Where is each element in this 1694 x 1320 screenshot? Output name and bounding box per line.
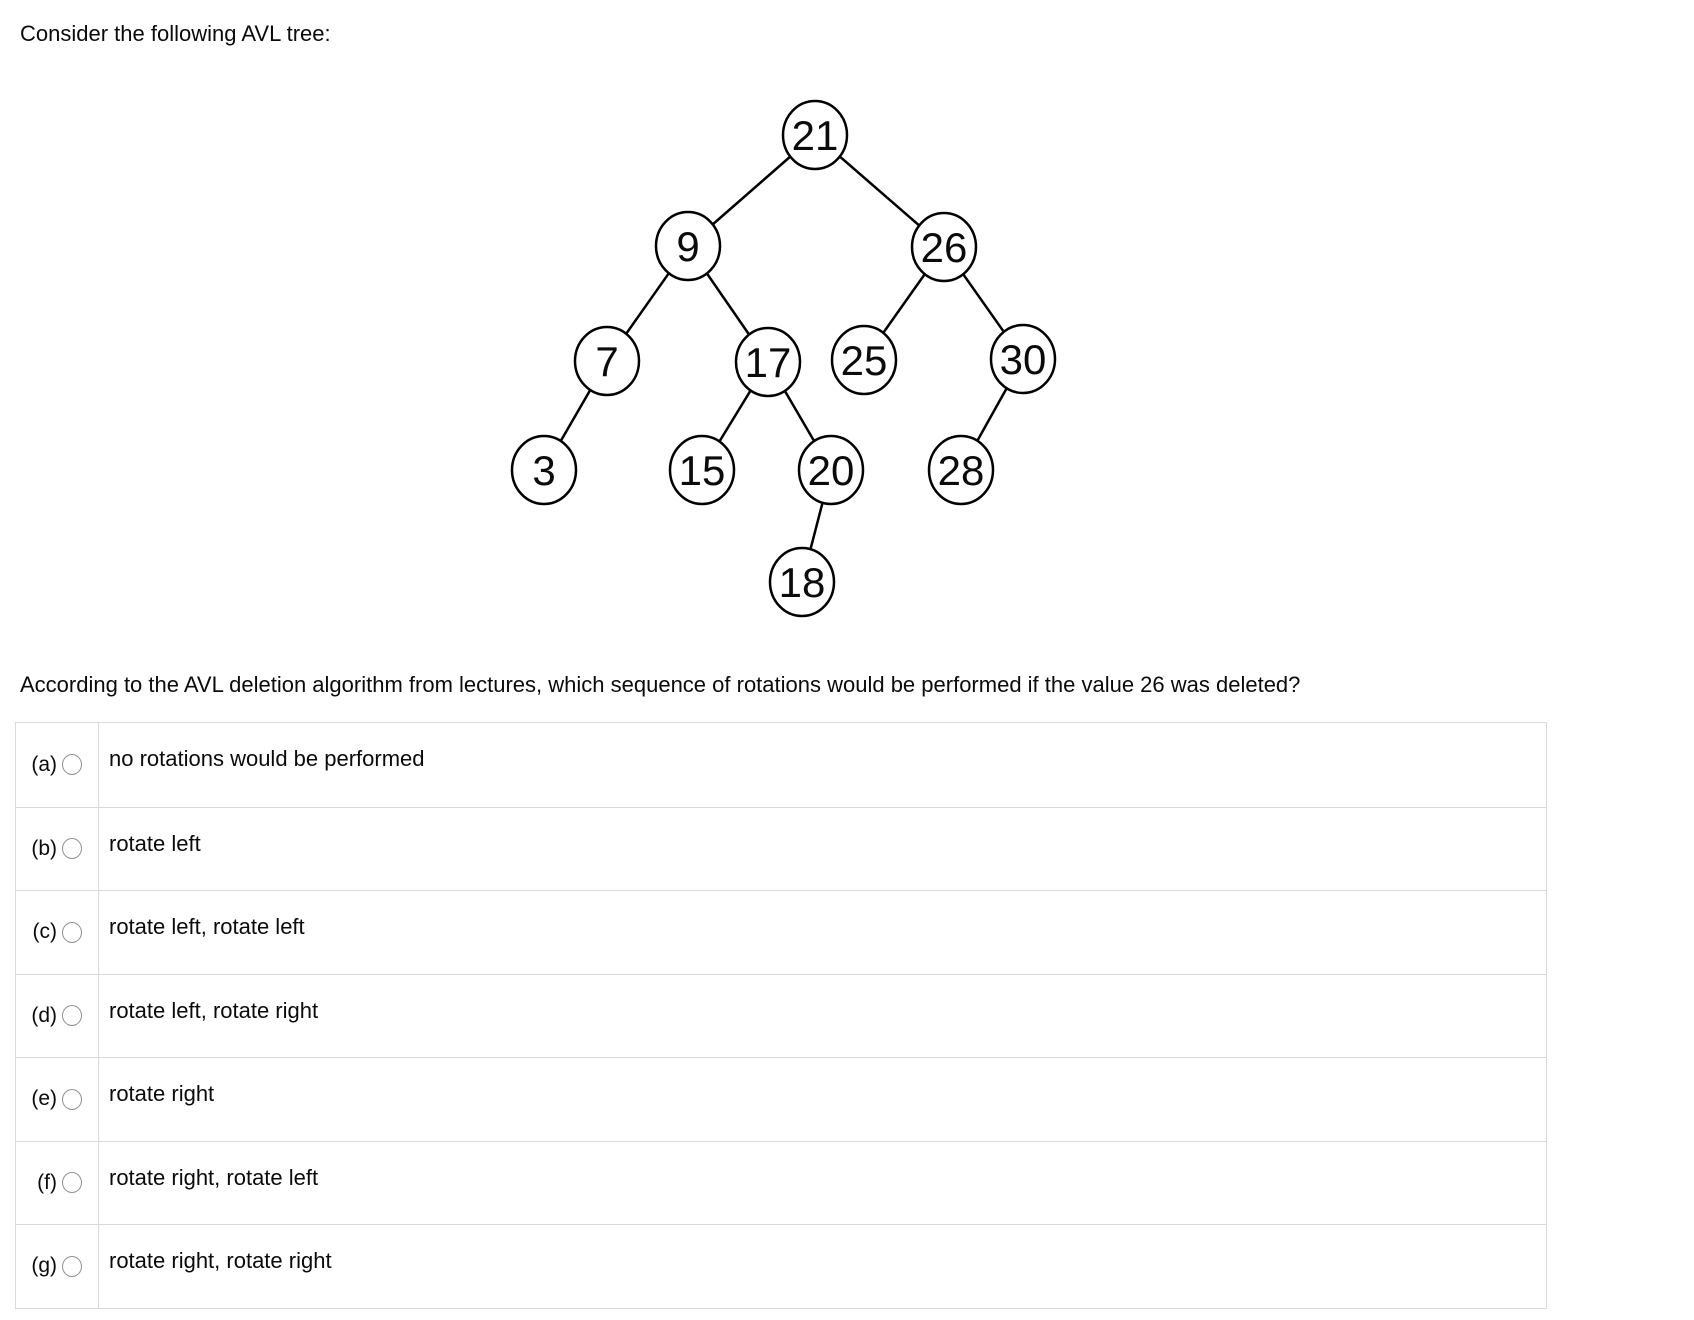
radio-button[interactable]: [62, 921, 82, 943]
tree-node-circle: [734, 326, 802, 398]
option-row-c: (c) rotate left, rotate left: [16, 890, 1546, 974]
option-key-label: (e): [31, 1087, 57, 1111]
option-row-g: (g) rotate right, rotate right: [16, 1224, 1546, 1308]
tree-node-value: 20: [808, 447, 855, 494]
option-key-label: (a): [31, 752, 57, 776]
option-label: no rotations would be performed: [109, 746, 425, 771]
option-label: rotate left, rotate left: [109, 914, 305, 939]
tree-node-value: 26: [921, 224, 968, 271]
tree-node-15: 15: [668, 434, 736, 506]
tree-node-7: 7: [573, 325, 641, 397]
option-key-cell: (b): [16, 807, 99, 890]
option-label: rotate left: [109, 830, 201, 856]
option-label: rotate right, rotate right: [109, 1248, 332, 1273]
tree-node-circle: [668, 434, 736, 506]
tree-node-circle: [797, 434, 865, 506]
option-row-d: (d) rotate left, rotate right: [16, 973, 1546, 1057]
tree-node-21: 21: [781, 99, 849, 171]
option-row-a: (a) no rotations would be performed: [16, 723, 1546, 807]
tree-node-circle: [510, 434, 578, 506]
tree-node-value: 18: [779, 559, 826, 606]
tree-node-value: 9: [676, 223, 699, 270]
tree-node-value: 21: [792, 112, 839, 159]
question-intro-text: Consider the following AVL tree:: [20, 21, 331, 46]
radio-button[interactable]: [62, 838, 82, 860]
tree-node-circle: [910, 211, 978, 283]
tree-node-9: 9: [654, 210, 722, 282]
tree-node-value: 15: [679, 447, 726, 494]
tree-node-circle: [768, 546, 836, 618]
tree-node-value: 17: [745, 339, 792, 386]
option-key-label: (f): [37, 1170, 57, 1194]
tree-node-17: 17: [734, 326, 802, 398]
option-key-label: (d): [31, 1003, 57, 1027]
option-label: rotate right, rotate left: [109, 1164, 319, 1190]
tree-node-value: 25: [841, 337, 888, 384]
option-row-e: (e) rotate right: [16, 1057, 1546, 1141]
radio-button[interactable]: [62, 1088, 82, 1110]
tree-node-circle: [830, 324, 898, 396]
tree-node-circle: [927, 434, 995, 506]
option-label: rotate left, rotate right: [109, 997, 319, 1023]
tree-node-circle: [989, 323, 1057, 395]
tree-node-30: 30: [989, 323, 1057, 395]
radio-button[interactable]: [62, 1255, 82, 1277]
option-key-label: (b): [31, 836, 57, 860]
tree-node-value: 28: [938, 447, 985, 494]
radio-button[interactable]: [62, 1005, 82, 1027]
option-key-label: (c): [32, 920, 58, 944]
option-key-label: (g): [31, 1254, 57, 1278]
tree-node-20: 20: [797, 434, 865, 506]
radio-button[interactable]: [62, 1172, 82, 1194]
tree-node-value: 3: [532, 447, 555, 494]
tree-node-28: 28: [927, 434, 995, 506]
option-label: rotate right: [109, 1081, 215, 1106]
answer-options-table: (a) no rotations would be performed (b) rot…: [15, 722, 1547, 1309]
option-key-cell: (e): [16, 1058, 99, 1141]
tree-node-circle: [781, 99, 849, 171]
option-key-cell: (f): [16, 1141, 99, 1224]
option-key-cell: (g): [16, 1225, 99, 1308]
tree-node-26: 26: [910, 211, 978, 283]
tree-node-value: 30: [1000, 336, 1047, 383]
tree-node-18: 18: [768, 546, 836, 618]
option-row-b: (b) rotate left: [16, 806, 1546, 890]
option-row-f: (f) rotate right, rotate left: [16, 1140, 1546, 1224]
option-key-cell: (d): [16, 974, 99, 1057]
tree-node-25: 25: [830, 324, 898, 396]
radio-button[interactable]: [62, 754, 82, 776]
tree-node-value: 7: [595, 338, 618, 385]
avl-tree-diagram: 21 9 26 7 17 25 30 3 15 20 28 18: [510, 99, 1057, 618]
option-key-cell: (a): [16, 723, 99, 807]
question-prompt-text: According to the AVL deletion algorithm …: [20, 672, 1301, 697]
tree-node-circle: [654, 210, 722, 282]
tree-node-circle: [573, 325, 641, 397]
option-key-cell: (c): [16, 891, 99, 974]
tree-node-3: 3: [510, 434, 578, 506]
